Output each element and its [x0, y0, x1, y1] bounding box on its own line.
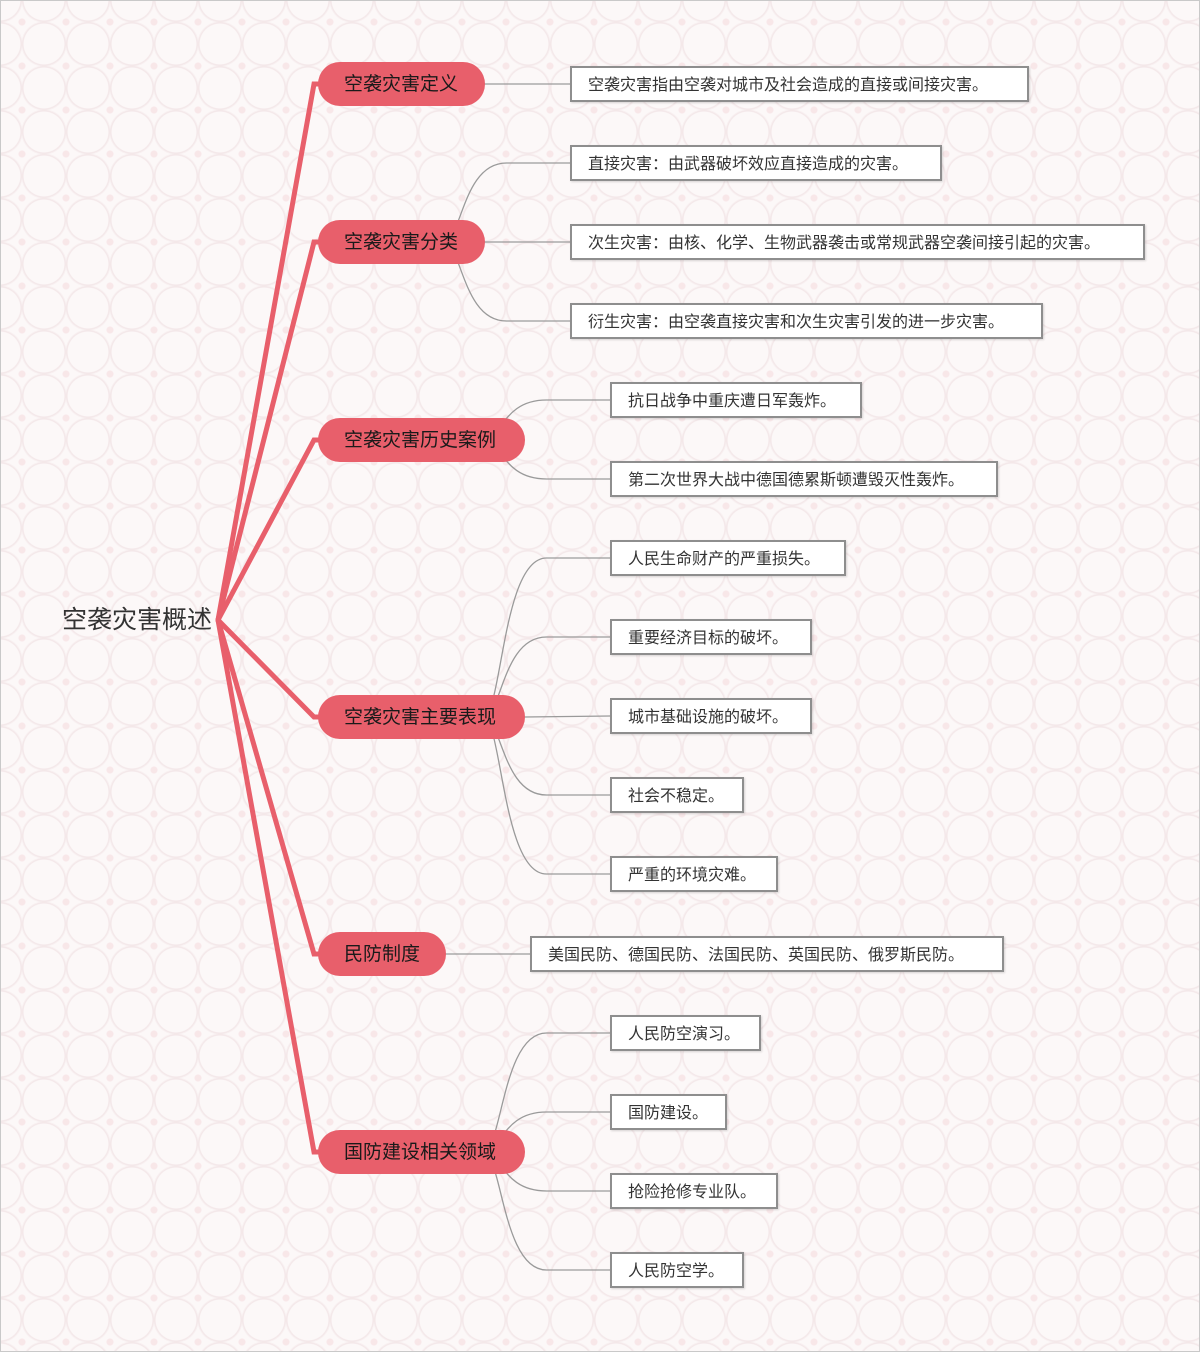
leaf-manifestation-2[interactable]: 重要经济目标的破坏。: [610, 619, 812, 655]
leaf-national-defense-3[interactable]: 抢险抢修专业队。: [610, 1173, 778, 1209]
leaf-manifestation-1[interactable]: 人民生命财产的严重损失。: [610, 540, 846, 576]
leaf-manifestation-3[interactable]: 城市基础设施的破坏。: [610, 698, 812, 734]
root-topic[interactable]: 空袭灾害概述: [62, 605, 213, 634]
leaf-history-1[interactable]: 抗日战争中重庆遭日军轰炸。: [610, 382, 862, 418]
topic-national-defense[interactable]: 国防建设相关领域: [318, 1130, 525, 1174]
leaf-national-defense-4[interactable]: 人民防空学。: [610, 1252, 744, 1288]
leaf-classification-2[interactable]: 次生灾害：由核、化学、生物武器袭击或常规武器空袭间接引起的灾害。: [570, 224, 1145, 260]
leaf-manifestation-5[interactable]: 严重的环境灾难。: [610, 856, 778, 892]
leaf-definition-1[interactable]: 空袭灾害指由空袭对城市及社会造成的直接或间接灾害。: [570, 66, 1029, 102]
leaf-national-defense-2[interactable]: 国防建设。: [610, 1094, 727, 1130]
topic-definition[interactable]: 空袭灾害定义: [318, 62, 485, 106]
topic-classification[interactable]: 空袭灾害分类: [318, 220, 485, 264]
topic-history-cases[interactable]: 空袭灾害历史案例: [318, 418, 525, 462]
leaf-classification-1[interactable]: 直接灾害：由武器破坏效应直接造成的灾害。: [570, 145, 942, 181]
leaf-history-2[interactable]: 第二次世界大战中德国德累斯顿遭毁灭性轰炸。: [610, 461, 998, 497]
topic-main-manifestations[interactable]: 空袭灾害主要表现: [318, 695, 525, 739]
leaf-manifestation-4[interactable]: 社会不稳定。: [610, 777, 744, 813]
leaf-national-defense-1[interactable]: 人民防空演习。: [610, 1015, 761, 1051]
leaf-civil-defense-1[interactable]: 美国民防、德国民防、法国民防、英国民防、俄罗斯民防。: [530, 936, 1004, 972]
leaf-classification-3[interactable]: 衍生灾害：由空袭直接灾害和次生灾害引发的进一步灾害。: [570, 303, 1043, 339]
topic-civil-defense[interactable]: 民防制度: [318, 932, 446, 976]
